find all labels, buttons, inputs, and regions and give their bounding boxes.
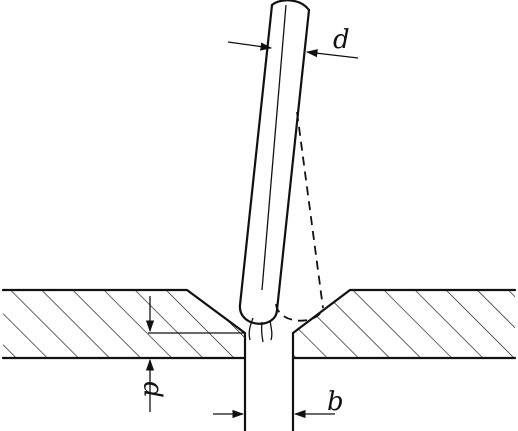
label-b: b: [327, 387, 344, 417]
right-plate: [291, 288, 517, 360]
left-plate: [1, 288, 247, 360]
label-p: p: [135, 381, 165, 398]
arc-sparks: [248, 317, 273, 343]
electrode-alternate-position: [275, 111, 324, 322]
dimension-p: [145, 296, 245, 412]
label-d: d: [333, 25, 350, 55]
electrode-rod: [238, 0, 311, 325]
dimension-d: [227, 41, 359, 59]
